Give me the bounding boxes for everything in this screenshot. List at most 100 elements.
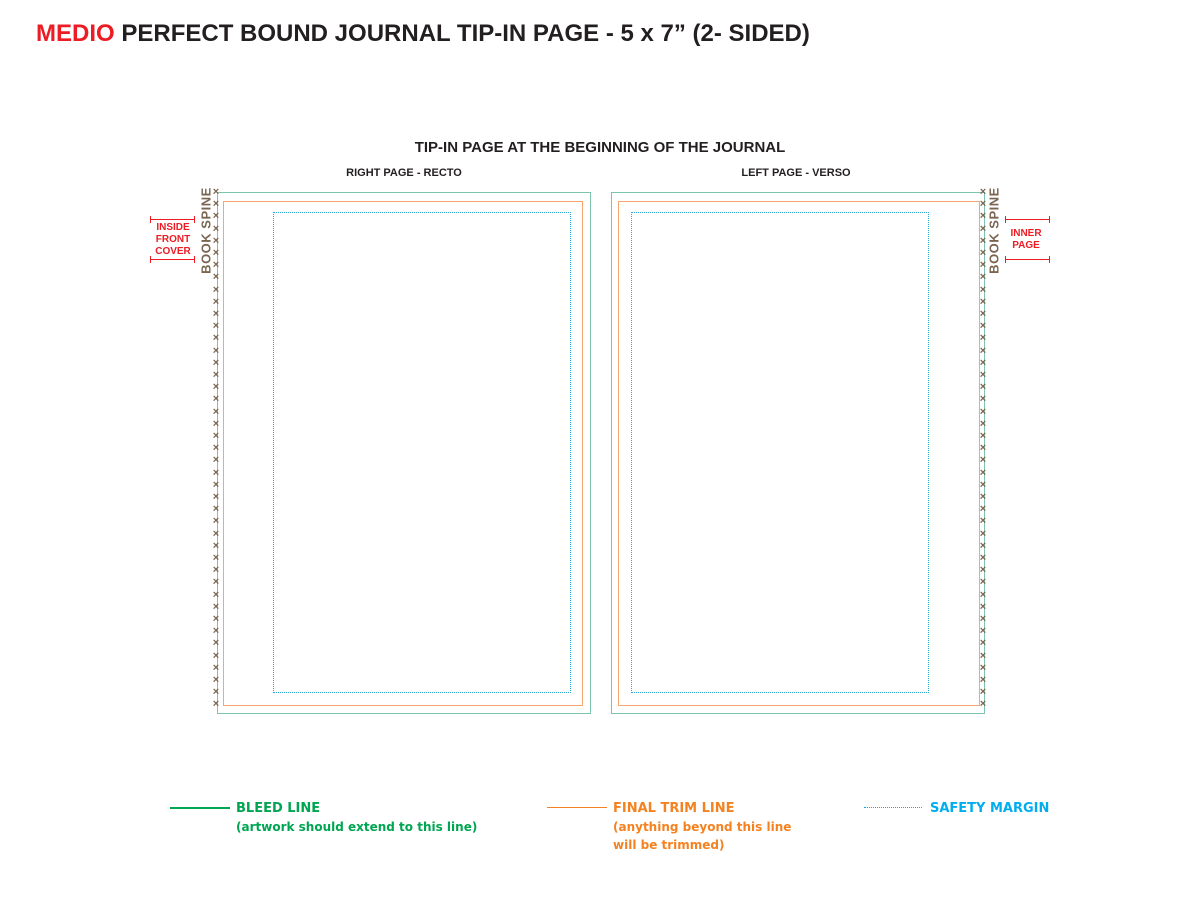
- inside-front-cover-line3: COVER: [155, 246, 191, 257]
- spine-cross-mark: ×: [979, 503, 987, 516]
- spine-cross-mark: ×: [979, 491, 987, 503]
- inner-page-line2: PAGE: [1012, 240, 1040, 251]
- inside-front-cover-line1: INSIDE: [156, 222, 190, 233]
- spine-cross-mark: ×: [979, 283, 987, 296]
- spine-cross-mark: ×: [979, 405, 987, 418]
- recto-bleed-line: [217, 192, 591, 714]
- spine-cross-mark: ×: [212, 698, 220, 711]
- bleed-legend-description: (artwork should extend to this line): [236, 820, 478, 834]
- spine-cross-mark: ×: [212, 686, 220, 699]
- spine-cross-mark: ×: [979, 686, 987, 699]
- spine-cross-mark: ×: [212, 186, 220, 198]
- spine-cross-mark: ×: [212, 356, 220, 369]
- spine-cross-mark: ×: [212, 247, 220, 259]
- spine-cross-mark: ×: [979, 454, 987, 467]
- spine-cross-mark: ×: [212, 503, 220, 516]
- spine-cross-mark: ×: [212, 649, 220, 662]
- spine-cross-mark: ×: [212, 369, 220, 381]
- spine-cross-mark: ×: [212, 234, 220, 247]
- spine-cross-mark: ×: [979, 247, 987, 259]
- spine-cross-mark: ×: [979, 637, 987, 650]
- inside-front-cover-note: INSIDE FRONT COVER: [146, 222, 200, 258]
- spine-cross-mark: ×: [979, 600, 987, 613]
- spine-cross-mark: ×: [212, 210, 220, 223]
- spine-cross-mark: ×: [212, 576, 220, 589]
- trim-legend-description-line2: will be trimmed): [613, 838, 725, 852]
- spine-cross-mark: ×: [979, 198, 987, 211]
- spine-cross-mark: ×: [212, 271, 220, 284]
- spine-cross-mark: ×: [212, 332, 220, 345]
- trim-legend-swatch: [547, 807, 607, 808]
- inner-page-line1: INNER: [1010, 228, 1042, 239]
- spine-cross-mark: ×: [979, 332, 987, 345]
- spine-cross-mark: ×: [979, 539, 987, 552]
- spine-cross-mark: ×: [212, 527, 220, 540]
- spine-cross-mark: ×: [212, 405, 220, 418]
- spine-cross-mark: ×: [979, 320, 987, 333]
- spine-cross-mark: ×: [979, 356, 987, 369]
- spine-cross-mark: ×: [979, 527, 987, 540]
- spine-cross-mark: ×: [212, 625, 220, 638]
- diagram-subtitle: TIP-IN PAGE AT THE BEGINNING OF THE JOUR…: [414, 139, 786, 156]
- recto-safety-margin: [273, 212, 571, 693]
- safety-legend-swatch: [864, 807, 922, 808]
- right-spine-marks: ××××××××××××××××××××××××××××××××××××××××…: [978, 187, 988, 717]
- page-title: MEDIO PERFECT BOUND JOURNAL TIP-IN PAGE …: [36, 20, 810, 48]
- spine-cross-mark: ×: [212, 308, 220, 320]
- spine-cross-mark: ×: [979, 271, 987, 284]
- spine-cross-mark: ×: [212, 539, 220, 552]
- spine-cross-mark: ×: [979, 344, 987, 357]
- inner-page-dimension-bottom: [1005, 256, 1050, 263]
- inner-page-note: INNER PAGE: [1000, 228, 1052, 252]
- trim-legend-title: FINAL TRIM LINE: [613, 801, 735, 816]
- inside-front-cover-line2: FRONT: [155, 234, 191, 245]
- spine-cross-mark: ×: [979, 649, 987, 662]
- spine-cross-mark: ×: [212, 344, 220, 357]
- spine-cross-mark: ×: [979, 210, 987, 223]
- spine-cross-mark: ×: [979, 308, 987, 320]
- spine-cross-mark: ×: [212, 198, 220, 211]
- spine-cross-mark: ×: [212, 613, 220, 625]
- spine-cross-mark: ×: [979, 186, 987, 198]
- spine-cross-mark: ×: [979, 234, 987, 247]
- verso-trim-line: [618, 201, 980, 706]
- trim-legend-description: (anything beyond this line will be trimm…: [613, 818, 791, 854]
- bleed-legend-swatch: [170, 807, 230, 809]
- bleed-legend-title: BLEED LINE: [236, 801, 321, 816]
- inner-page-dimension-top: [1005, 216, 1050, 223]
- spine-cross-mark: ×: [212, 417, 220, 430]
- spine-cross-mark: ×: [212, 393, 220, 406]
- spine-cross-mark: ×: [212, 478, 220, 491]
- spine-cross-mark: ×: [979, 564, 987, 577]
- spine-cross-mark: ×: [979, 576, 987, 589]
- inside-cover-dimension-bottom: [150, 256, 195, 263]
- right-page-label: RIGHT PAGE - RECTO: [346, 167, 462, 179]
- spine-cross-mark: ×: [979, 259, 987, 272]
- spine-cross-mark: ×: [979, 674, 987, 686]
- spine-cross-mark: ×: [212, 564, 220, 577]
- spine-cross-mark: ×: [212, 295, 220, 308]
- spine-cross-mark: ×: [212, 515, 220, 528]
- spine-cross-mark: ×: [212, 222, 220, 235]
- spine-cross-mark: ×: [212, 674, 220, 686]
- spine-cross-mark: ×: [979, 613, 987, 625]
- spine-cross-mark: ×: [979, 552, 987, 564]
- spine-cross-mark: ×: [212, 454, 220, 467]
- spine-cross-mark: ×: [212, 600, 220, 613]
- spine-cross-mark: ×: [212, 381, 220, 394]
- spine-cross-mark: ×: [979, 393, 987, 406]
- spine-cross-mark: ×: [212, 320, 220, 333]
- spine-cross-mark: ×: [979, 698, 987, 711]
- verso-safety-margin: [631, 212, 929, 693]
- spine-cross-mark: ×: [979, 442, 987, 455]
- inside-cover-dimension-top: [150, 216, 195, 223]
- spine-cross-mark: ×: [212, 259, 220, 272]
- spine-cross-mark: ×: [979, 466, 987, 479]
- safety-legend-title: SAFETY MARGIN: [930, 801, 1050, 816]
- trim-legend-description-line1: (anything beyond this line: [613, 820, 792, 834]
- left-book-spine-label: BOOK SPINE: [198, 187, 214, 274]
- spine-cross-mark: ×: [212, 466, 220, 479]
- recto-trim-line: [223, 201, 583, 706]
- spine-cross-mark: ×: [979, 478, 987, 491]
- spine-cross-mark: ×: [212, 430, 220, 442]
